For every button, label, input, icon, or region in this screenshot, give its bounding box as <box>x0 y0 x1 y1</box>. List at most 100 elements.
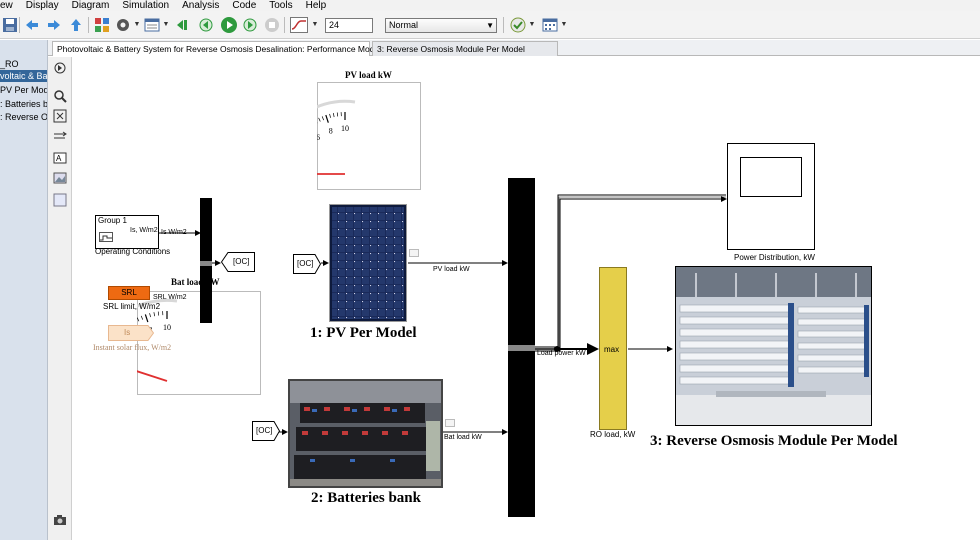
goto-oc-block[interactable]: [OC] <box>220 252 255 272</box>
gauge-tick <box>333 113 335 118</box>
browser-item-main[interactable]: voltaic & Batt <box>0 70 47 82</box>
gauge-tick <box>140 315 144 320</box>
zoom-icon[interactable] <box>52 89 68 103</box>
canvas-palette: A <box>48 57 72 540</box>
fit-view-icon[interactable] <box>52 109 68 123</box>
step-forward-icon[interactable] <box>240 15 260 35</box>
tab-ro-module[interactable]: 3: Reverse Osmosis Module Per Model <box>372 41 558 56</box>
run-icon[interactable] <box>219 15 239 35</box>
ro-load-caption: RO load, kW <box>590 430 636 439</box>
signal-builder-block[interactable]: Group 1 Is, W/m2 <box>95 215 159 249</box>
gauge-tick <box>321 116 324 121</box>
arrow-icon[interactable] <box>52 129 68 143</box>
pv-link-badge-icon <box>409 249 419 257</box>
menu-diagram[interactable]: Diagram <box>71 0 110 11</box>
gauge-tick <box>149 313 151 318</box>
chevron-down-icon: ▼ <box>486 21 494 30</box>
step-back-icon-2[interactable] <box>196 15 216 35</box>
chevron-down-icon[interactable]: ▼ <box>311 20 319 28</box>
is-constant-label: Is <box>124 328 131 337</box>
data-inspector-icon[interactable] <box>289 15 309 35</box>
model-explorer-icon[interactable] <box>142 15 162 35</box>
menu-code[interactable]: Code <box>232 0 257 11</box>
pv-gauge-title: PV load kW <box>345 70 392 80</box>
power-distribution-scope[interactable] <box>727 143 815 250</box>
browser-item-ro[interactable]: : Reverse Os <box>0 112 47 122</box>
signal-builder-icon <box>99 232 113 242</box>
is-signal-label: Is W/m2 <box>161 229 187 236</box>
is-constant-block[interactable]: Is <box>108 325 155 341</box>
from-oc-block-bat[interactable]: [OC] <box>252 421 281 441</box>
chevron-down-icon[interactable]: ▼ <box>133 20 141 28</box>
from-oc-block-pv[interactable]: [OC] <box>293 254 322 274</box>
menu-simulation[interactable]: Simulation <box>122 0 170 11</box>
menu-analysis[interactable]: Analysis <box>182 0 220 11</box>
group-port-label: Is, W/m2 <box>130 227 158 234</box>
chevron-down-icon[interactable]: ▼ <box>162 20 170 28</box>
gauge-tick-label: 10 <box>341 124 349 133</box>
pv-model-title[interactable]: 1: PV Per Model <box>310 325 417 341</box>
gauge-tick <box>137 317 140 322</box>
simulation-mode-select[interactable]: Normal▼ <box>385 18 497 33</box>
ro-module-block[interactable] <box>675 266 872 426</box>
mux-block[interactable] <box>200 198 212 323</box>
gauge-tick <box>318 117 321 122</box>
menu-tools[interactable]: Tools <box>269 0 293 11</box>
camera-icon[interactable] <box>52 513 68 527</box>
bat-gauge-dial: 0246810 <box>137 291 261 395</box>
stop-time-input[interactable]: 24 <box>325 18 373 33</box>
pv-panel-block[interactable] <box>329 204 407 322</box>
ro-model-title[interactable]: 3: Reverse Osmosis Module Per Model <box>650 433 898 449</box>
menu-help[interactable]: Help <box>305 0 327 11</box>
settings-gear-icon[interactable] <box>113 15 133 35</box>
bat-load-signal-label: Bat load kW <box>444 434 482 441</box>
from-label-bat: [OC] <box>256 426 273 435</box>
stop-icon[interactable] <box>262 15 282 35</box>
tab-bar: Photovoltaic & Battery System for Revers… <box>48 40 980 56</box>
grid-calendar-icon[interactable] <box>540 15 560 35</box>
load-power-signal-label: Load power kW <box>537 350 586 357</box>
chevron-down-icon[interactable]: ▼ <box>528 20 536 28</box>
ro-plant-image <box>676 267 871 425</box>
up-icon[interactable] <box>66 15 86 35</box>
signal-lines <box>153 194 727 435</box>
max-label: max <box>604 345 620 354</box>
back-icon[interactable] <box>22 15 42 35</box>
group-label: Group 1 <box>98 216 127 225</box>
browser-item-root[interactable]: _RO <box>0 59 19 69</box>
library-browser-icon[interactable] <box>92 15 112 35</box>
area-icon[interactable] <box>52 193 68 207</box>
model-advisor-check-icon[interactable] <box>508 15 528 35</box>
bat-model-title[interactable]: 2: Batteries bank <box>311 490 421 506</box>
gauge-tick <box>153 312 155 317</box>
is-constant-shape <box>108 325 155 341</box>
browser-item-pv[interactable]: PV Per Mod <box>0 85 47 95</box>
scope-caption: Power Distribution, kW <box>734 253 815 262</box>
save-icon[interactable] <box>0 15 20 35</box>
chevron-down-icon[interactable]: ▼ <box>560 20 568 28</box>
is-constant-caption: Instant solar flux, W/m2 <box>93 343 172 352</box>
step-back-icon[interactable] <box>172 15 192 35</box>
hide-browser-icon[interactable] <box>52 61 68 75</box>
browser-item-batteries[interactable]: : Batteries ba <box>0 99 47 109</box>
bat-gauge-title: Bat load kW <box>171 277 220 287</box>
svg-text:A: A <box>56 154 62 163</box>
forward-icon[interactable] <box>44 15 64 35</box>
pv-gauge-dial: 0246810 <box>317 82 421 190</box>
max-block[interactable]: max <box>599 267 627 430</box>
srl-caption: SRL limit, W/m2 <box>103 302 161 311</box>
tab-main-model[interactable]: Photovoltaic & Battery System for Revers… <box>52 41 381 56</box>
batteries-block[interactable] <box>288 379 443 488</box>
menu-view[interactable]: ew <box>0 0 13 11</box>
model-canvas[interactable]: PV load kW 0246810 Bat load kW 0246810 G… <box>73 57 980 540</box>
image-icon[interactable] <box>52 171 68 185</box>
bat-load-gauge[interactable]: Bat load kW 0246810 <box>137 277 261 395</box>
pv-load-gauge[interactable]: PV load kW 0246810 <box>317 68 421 190</box>
srl-constant-block[interactable]: SRL <box>108 286 150 300</box>
model-browser-panel: _RO voltaic & Batt PV Per Mod : Batterie… <box>0 40 48 540</box>
bat-link-badge-icon <box>445 419 455 427</box>
scope-screen <box>740 157 802 197</box>
menu-display[interactable]: Display <box>25 0 59 11</box>
gauge-tick <box>336 112 339 117</box>
annotation-icon[interactable]: A <box>52 151 68 165</box>
